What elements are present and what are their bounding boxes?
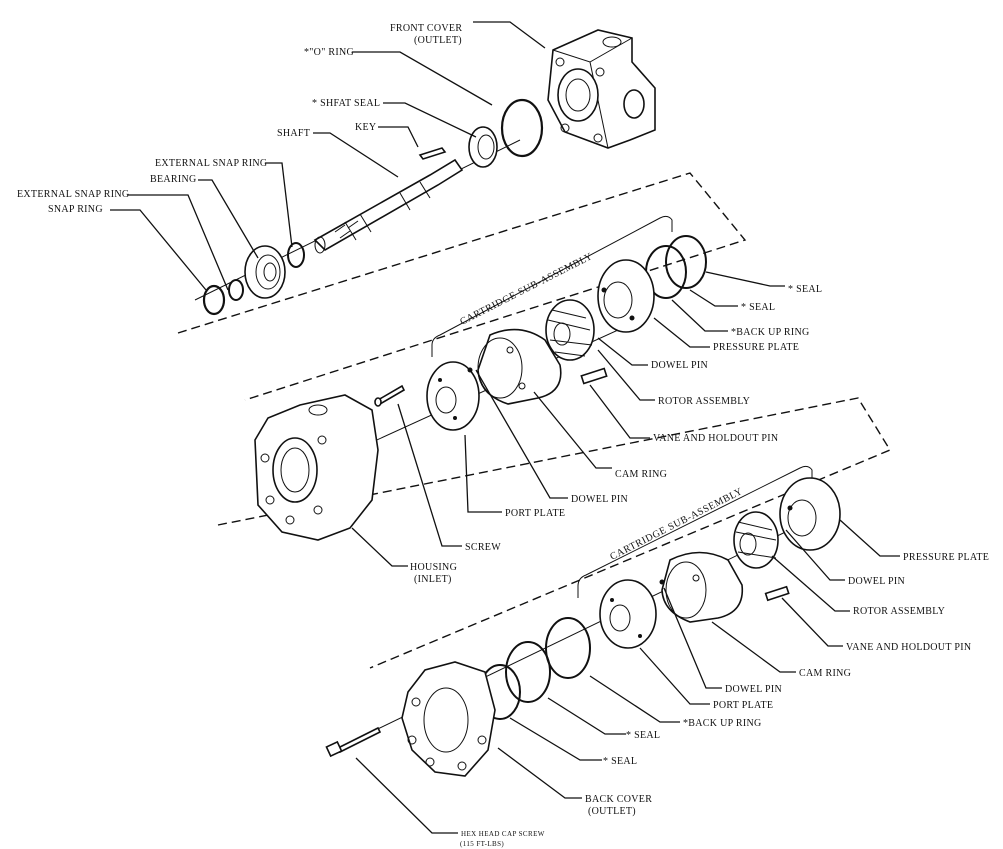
snap-ring-label: SNAP RING bbox=[48, 204, 103, 215]
pressure-plate-lower bbox=[779, 477, 841, 551]
shaft-seal-part bbox=[468, 126, 498, 168]
back-cover-part bbox=[401, 661, 496, 777]
back-cover-label: BACK COVER bbox=[585, 794, 652, 805]
vane-lower-part bbox=[764, 585, 790, 602]
dowel-pin-lower-marker bbox=[659, 579, 665, 585]
port-plate-lower bbox=[599, 579, 657, 649]
housing-inlet-label: (INLET) bbox=[414, 574, 452, 585]
seal-rings-upper bbox=[645, 235, 707, 299]
dowel-pin-label-3: DOWEL PIN bbox=[848, 576, 905, 587]
seal-label-1: * SEAL bbox=[788, 284, 822, 295]
o-ring-part bbox=[500, 98, 544, 158]
seal-label-2: * SEAL bbox=[741, 302, 775, 313]
pressure-plate-label-1: PRESSURE PLATE bbox=[713, 342, 799, 353]
dowel-pin-label-4: DOWEL PIN bbox=[725, 684, 782, 695]
bearing-label: BEARING bbox=[150, 174, 197, 185]
screw-part bbox=[374, 384, 406, 407]
housing-label: HOUSING bbox=[410, 562, 457, 573]
dowel-pin-upper-marker bbox=[467, 367, 473, 373]
cartridge-bracket-upper bbox=[431, 215, 673, 357]
vane-upper-part bbox=[580, 367, 608, 385]
rotor-assembly-label-1: ROTOR ASSEMBLY bbox=[658, 396, 750, 407]
bearing-part bbox=[244, 245, 286, 299]
external-snap-ring-outer bbox=[202, 284, 226, 316]
rotor-assembly-upper bbox=[545, 299, 595, 361]
seal-label-3: * SEAL bbox=[626, 730, 660, 741]
hex-cap-screw-torque-label: (115 FT-LBS) bbox=[460, 840, 504, 848]
front-cover-label: FRONT COVER bbox=[390, 23, 462, 34]
port-plate-label-1: PORT PLATE bbox=[505, 508, 565, 519]
cam-ring-lower bbox=[661, 551, 744, 623]
hex-cap-screw-label: HEX HEAD CAP SCREW bbox=[461, 830, 545, 838]
port-plate-upper bbox=[426, 361, 480, 431]
cam-ring-upper bbox=[477, 328, 562, 405]
housing-part bbox=[254, 394, 379, 541]
vane-holdout-pin-label-1: VANE AND HOLDOUT PIN bbox=[653, 433, 778, 444]
cartridge-outline-upper bbox=[177, 172, 747, 401]
screw-label: SCREW bbox=[465, 542, 501, 553]
back-up-ring-label-2: *BACK UP RING bbox=[683, 718, 762, 729]
port-plate-label-2: PORT PLATE bbox=[713, 700, 773, 711]
shaft-part bbox=[313, 158, 464, 254]
snap-ring-part bbox=[228, 279, 244, 301]
cam-ring-label-2: CAM RING bbox=[799, 668, 851, 679]
back-up-ring-lower-part bbox=[545, 617, 591, 679]
pressure-plate-label-2: PRESSURE PLATE bbox=[903, 552, 989, 563]
pressure-plate-upper bbox=[597, 259, 655, 333]
back-cover-outlet-label: (OUTLET) bbox=[588, 806, 636, 817]
shaft-label: SHAFT bbox=[277, 128, 310, 139]
cartridge-sub-assembly-label-2: CARTRIDGE SUB-ASSEMBLY bbox=[608, 486, 744, 563]
shaft-seal-label: * SHFAT SEAL bbox=[312, 98, 380, 109]
front-cover-outlet-label: (OUTLET) bbox=[414, 35, 462, 46]
dowel-pin-label-2: DOWEL PIN bbox=[571, 494, 628, 505]
key-part bbox=[418, 147, 447, 160]
leader-lines bbox=[110, 21, 900, 834]
vane-holdout-pin-label-2: VANE AND HOLDOUT PIN bbox=[846, 642, 971, 653]
rotor-assembly-label-2: ROTOR ASSEMBLY bbox=[853, 606, 945, 617]
back-up-ring-label-1: *BACK UP RING bbox=[731, 327, 810, 338]
hex-cap-screw-part bbox=[325, 726, 382, 758]
rotor-assembly-lower bbox=[733, 511, 779, 569]
front-cover-part bbox=[547, 29, 656, 149]
seal-label-4: * SEAL bbox=[603, 756, 637, 767]
external-snap-ring-label-1: EXTERNAL SNAP RING bbox=[155, 158, 267, 169]
dowel-pin-label-1: DOWEL PIN bbox=[651, 360, 708, 371]
seal-lower-1-part bbox=[505, 641, 551, 703]
external-snap-ring-label-2: EXTERNAL SNAP RING bbox=[17, 189, 129, 200]
cartridge-outline-lower bbox=[217, 397, 892, 669]
external-snap-ring-near-bearing bbox=[287, 242, 305, 268]
cartridge-bracket-lower bbox=[577, 465, 813, 598]
o-ring-label: *"O" RING bbox=[304, 47, 354, 58]
cam-ring-label-1: CAM RING bbox=[615, 469, 667, 480]
key-label: KEY bbox=[355, 122, 376, 133]
